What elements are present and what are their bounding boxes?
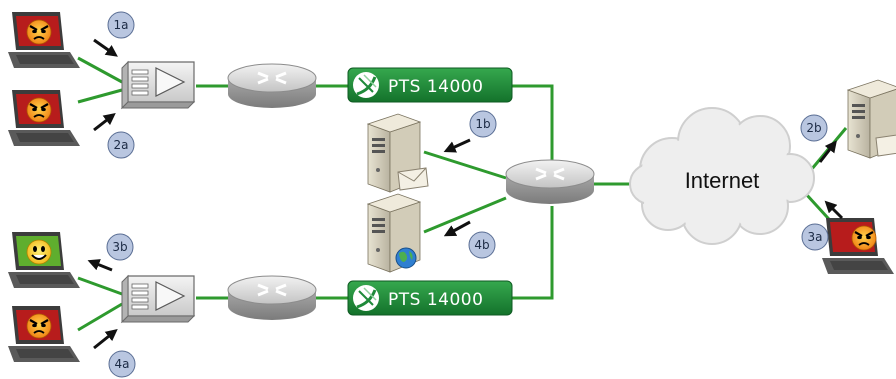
arrow-4b — [443, 220, 471, 237]
step-badge-3a: 3a — [801, 223, 829, 251]
step-badge-1a: 1a — [107, 11, 135, 39]
step-badge-1b: 1b — [469, 110, 497, 138]
pts-appliance-top: PTS 14000 — [347, 67, 513, 103]
arrow-3a — [824, 200, 844, 220]
switch-icon — [121, 275, 195, 323]
pts-appliance-bottom: PTS 14000 — [347, 280, 513, 316]
angry-laptop-icon — [25, 18, 53, 46]
link-pts2-core-router — [512, 206, 554, 300]
switch-icon — [121, 61, 195, 109]
laptop-1a — [8, 12, 80, 68]
step-label: 2b — [806, 121, 821, 135]
internet-cloud: Internet — [629, 107, 815, 245]
angry-laptop-icon — [25, 96, 53, 124]
step-label: 3a — [808, 230, 823, 244]
pts-label: PTS 14000 — [388, 290, 483, 310]
angry-laptop-icon — [850, 224, 878, 252]
step-badge-4a: 4a — [108, 350, 136, 378]
step-badge-3b: 3b — [106, 233, 134, 261]
step-badge-2a: 2a — [107, 131, 135, 159]
happy-laptop-icon — [26, 239, 52, 265]
switch-bottom — [121, 275, 195, 323]
router-core — [504, 158, 596, 206]
laptop-3b — [8, 232, 80, 288]
arrow-1b — [443, 138, 471, 153]
router-icon — [226, 274, 318, 322]
laptop-2a — [8, 90, 80, 146]
link-laptop4-switch2 — [77, 302, 123, 332]
link-pts1-core-router — [512, 84, 554, 160]
step-label: 1a — [114, 18, 129, 32]
link-laptop1-switch1 — [77, 56, 123, 84]
switch-top — [121, 61, 195, 109]
satellite-dish-icon — [353, 72, 379, 98]
link-mailserver-core — [423, 150, 507, 180]
globe-icon — [395, 247, 417, 269]
router-bottom — [226, 274, 318, 322]
arrow-2b — [818, 140, 837, 163]
arrow-4a — [93, 329, 118, 350]
pts-label: PTS 14000 — [388, 77, 483, 97]
router-icon — [504, 158, 596, 206]
step-label: 4a — [115, 357, 130, 371]
laptop-4a — [8, 306, 80, 362]
step-badges: 1a 2a 1b 4b 3b 4a 2b 3a — [106, 11, 829, 378]
web-server — [367, 193, 421, 273]
router-icon — [226, 62, 318, 110]
envelope-icon — [875, 134, 896, 157]
step-badge-4b: 4b — [468, 231, 496, 259]
flow-arrows — [87, 38, 844, 350]
arrow-1a — [93, 38, 118, 57]
step-badge-2b: 2b — [800, 114, 828, 142]
link-laptop2-switch1 — [77, 88, 123, 104]
envelope-icon — [397, 167, 429, 191]
router-top — [226, 62, 318, 110]
laptop-3a — [822, 218, 894, 274]
step-label: 2a — [114, 138, 129, 152]
link-laptop3-switch2 — [77, 276, 123, 296]
cloud-label: Internet — [685, 168, 760, 193]
step-label: 1b — [475, 117, 490, 131]
arrow-2a — [93, 113, 116, 132]
satellite-dish-icon — [353, 285, 379, 311]
mail-server — [367, 113, 429, 193]
step-label: 4b — [474, 238, 489, 252]
angry-laptop-icon — [25, 312, 53, 340]
step-label: 3b — [112, 240, 127, 254]
arrow-3b — [87, 259, 113, 272]
link-webserver-core — [423, 196, 507, 234]
remote-server — [847, 79, 896, 159]
